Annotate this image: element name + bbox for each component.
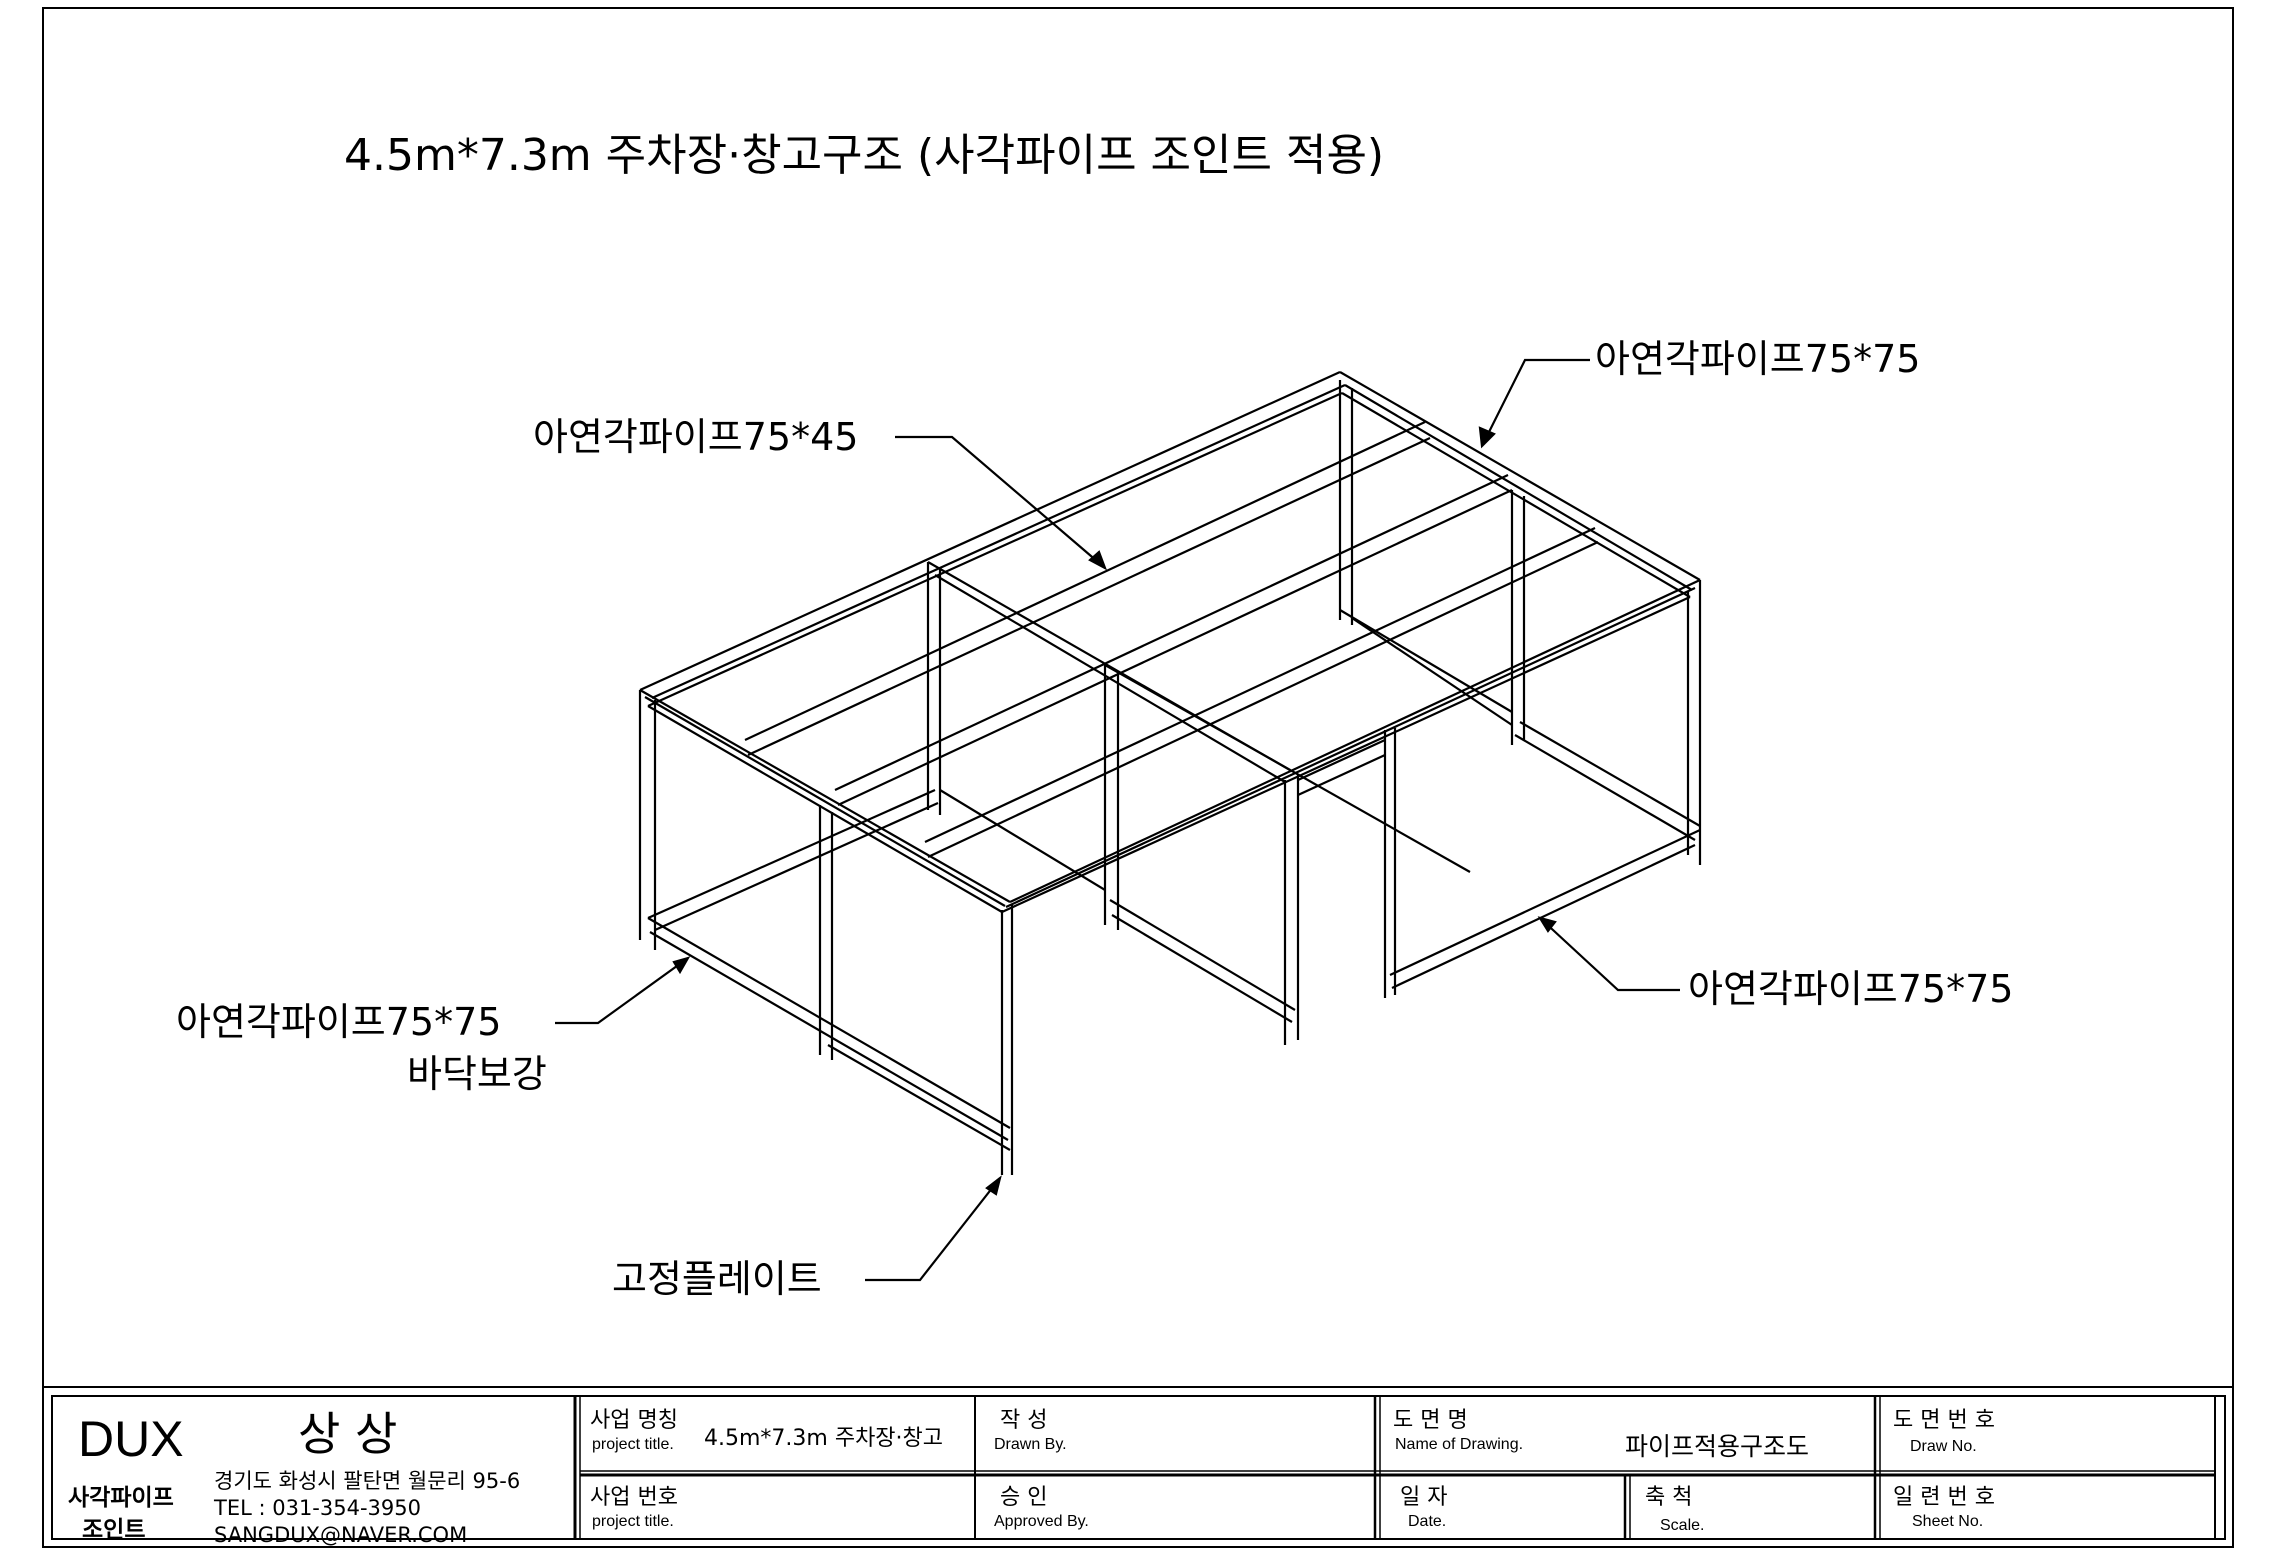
company-name: 상 상: [298, 1407, 397, 1461]
callout-top-left: 아연각파이프75*45: [533, 415, 858, 459]
callout-bottom-right: 아연각파이프75*75: [1688, 967, 2013, 1011]
date-label: 일 자: [1400, 1485, 1447, 1510]
leader-bottom-right: [1539, 917, 1680, 992]
leader-bottom-left: [555, 957, 689, 1025]
leader-top-left: [895, 435, 1106, 569]
company-tel: TEL : 031-354-3950: [213, 1496, 421, 1520]
project-name-label: 사업 명칭: [590, 1408, 678, 1433]
sheet-no-label: 일 련 번 호: [1893, 1485, 1995, 1510]
approved-label: 승 인: [1000, 1485, 1047, 1510]
brand-line2: 조인트: [82, 1517, 145, 1543]
title-block: [42, 1386, 2234, 1548]
company-address: 경기도 화성시 팔탄면 월문리 95-6: [214, 1469, 520, 1493]
drawn-sub: Drawn By.: [994, 1436, 1067, 1453]
callout-bottom-left-line1: 아연각파이프75*75: [176, 1000, 501, 1044]
callout-bottom: 고정플레이트: [612, 1257, 822, 1301]
sheet-no-sub: Sheet No.: [1912, 1513, 1983, 1530]
arrowhead-bottom-left: [672, 956, 691, 975]
scale-sub: Scale.: [1660, 1517, 1704, 1534]
drawing-name-sub: Name of Drawing.: [1395, 1436, 1523, 1453]
scale-label: 축 척: [1645, 1485, 1692, 1510]
arrowhead-top-right: [1478, 426, 1496, 449]
leader-top-right: [1481, 358, 1590, 447]
drawing-name-label: 도 면 명: [1393, 1408, 1468, 1433]
project-name-value: 4.5m*7.3m 주차장·창고: [704, 1426, 943, 1451]
callout-bottom-left-line2: 바닥보강: [407, 1052, 547, 1096]
approved-sub: Approved By.: [994, 1513, 1089, 1530]
callout-top-right: 아연각파이프75*75: [1595, 337, 1920, 381]
sheet-border: [42, 7, 2234, 1548]
drawing-title: 4.5m*7.3m 주차장·창고구조 (사각파이프 조인트 적용): [344, 130, 1384, 181]
arrowhead-bottom: [985, 1175, 1002, 1196]
arrowhead-bottom-right: [1537, 916, 1557, 933]
drawing-no-sub: Draw No.: [1910, 1438, 1977, 1455]
leader-bottom: [865, 1177, 1001, 1282]
drawing-no-label: 도 면 번 호: [1893, 1408, 1995, 1433]
company-logo: DUX: [78, 1411, 184, 1467]
project-name-sub: project title.: [592, 1436, 674, 1453]
brand-line1: 사각파이프: [68, 1485, 174, 1511]
arrowhead-top-left: [1088, 550, 1108, 571]
project-no-sub: project title.: [592, 1513, 674, 1530]
project-no-label: 사업 번호: [590, 1485, 678, 1510]
callout-leaders: [555, 358, 1680, 1282]
pipe-structure-frame: [638, 370, 1702, 1175]
drawing-name-value: 파이프적용구조도: [1625, 1432, 1809, 1461]
date-sub: Date.: [1408, 1513, 1446, 1530]
company-email: SANGDUX@NAVER.COM: [214, 1523, 467, 1547]
drawn-label: 작 성: [1000, 1408, 1047, 1433]
